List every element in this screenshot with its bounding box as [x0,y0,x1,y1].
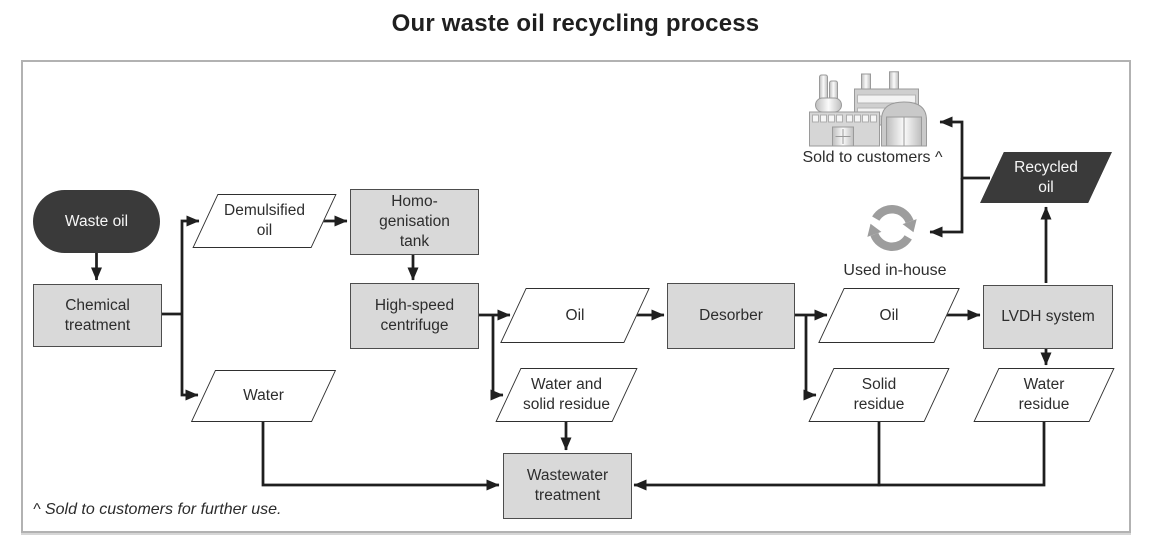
water-label: Water [243,387,284,404]
chemical-treatment-label: Chemical treatment [64,296,131,334]
water-node: Water [190,370,337,422]
solid-residue-node: Solid residue [808,368,950,422]
chemical-treatment-node: Chemical treatment [33,284,162,347]
wastewater-treatment-label: Wastewater treatment [526,467,609,504]
oil-after-centrifuge-label: Oil [565,306,585,324]
water-and-solid-residue-node: Water and solid residue [495,368,638,422]
waste-oil-node: Waste oil [33,190,160,253]
sold-to-customers-caption: Sold to customers ^ [802,149,943,166]
desorber-node: Desorber [667,283,795,349]
homogenisation-tank-node: Homo- genisation tank [350,189,479,255]
desorber-label: Desorber [699,307,763,324]
recycled-oil-node: Recycled oil [979,152,1113,203]
high-speed-centrifuge-label: High-speed centrifuge [374,297,455,334]
oil-after-desorber-label: Oil [879,306,899,324]
solid-residue-label: Solid residue [853,376,905,413]
wastewater-treatment-node: Wastewater treatment [503,453,632,519]
oil-after-desorber-node: Oil [818,288,960,343]
demulsified-oil-node: Demulsified oil [192,194,337,248]
oil-after-centrifuge-node: Oil [500,288,650,343]
waste-oil-label: Waste oil [64,212,129,230]
homogenisation-tank-label: Homo- genisation tank [379,193,450,250]
footnote: ^ Sold to customers for further use. [33,501,282,518]
demulsified-oil-label: Demulsified oil [224,202,305,239]
water-residue-label: Water residue [1018,376,1070,413]
lvdh-system-label: LVDH system [1001,308,1095,325]
used-in-house-caption: Used in-house [843,262,947,279]
high-speed-centrifuge-node: High-speed centrifuge [350,283,479,349]
factory-icon [806,71,934,147]
water-and-solid-residue-label: Water and solid residue [522,376,611,413]
recycled-oil-label: Recycled oil [1014,158,1078,196]
lvdh-system-node: LVDH system [983,285,1113,349]
recycle-icon [861,198,923,258]
page-title: Our waste oil recycling process [391,10,760,37]
water-residue-node: Water residue [973,368,1115,422]
